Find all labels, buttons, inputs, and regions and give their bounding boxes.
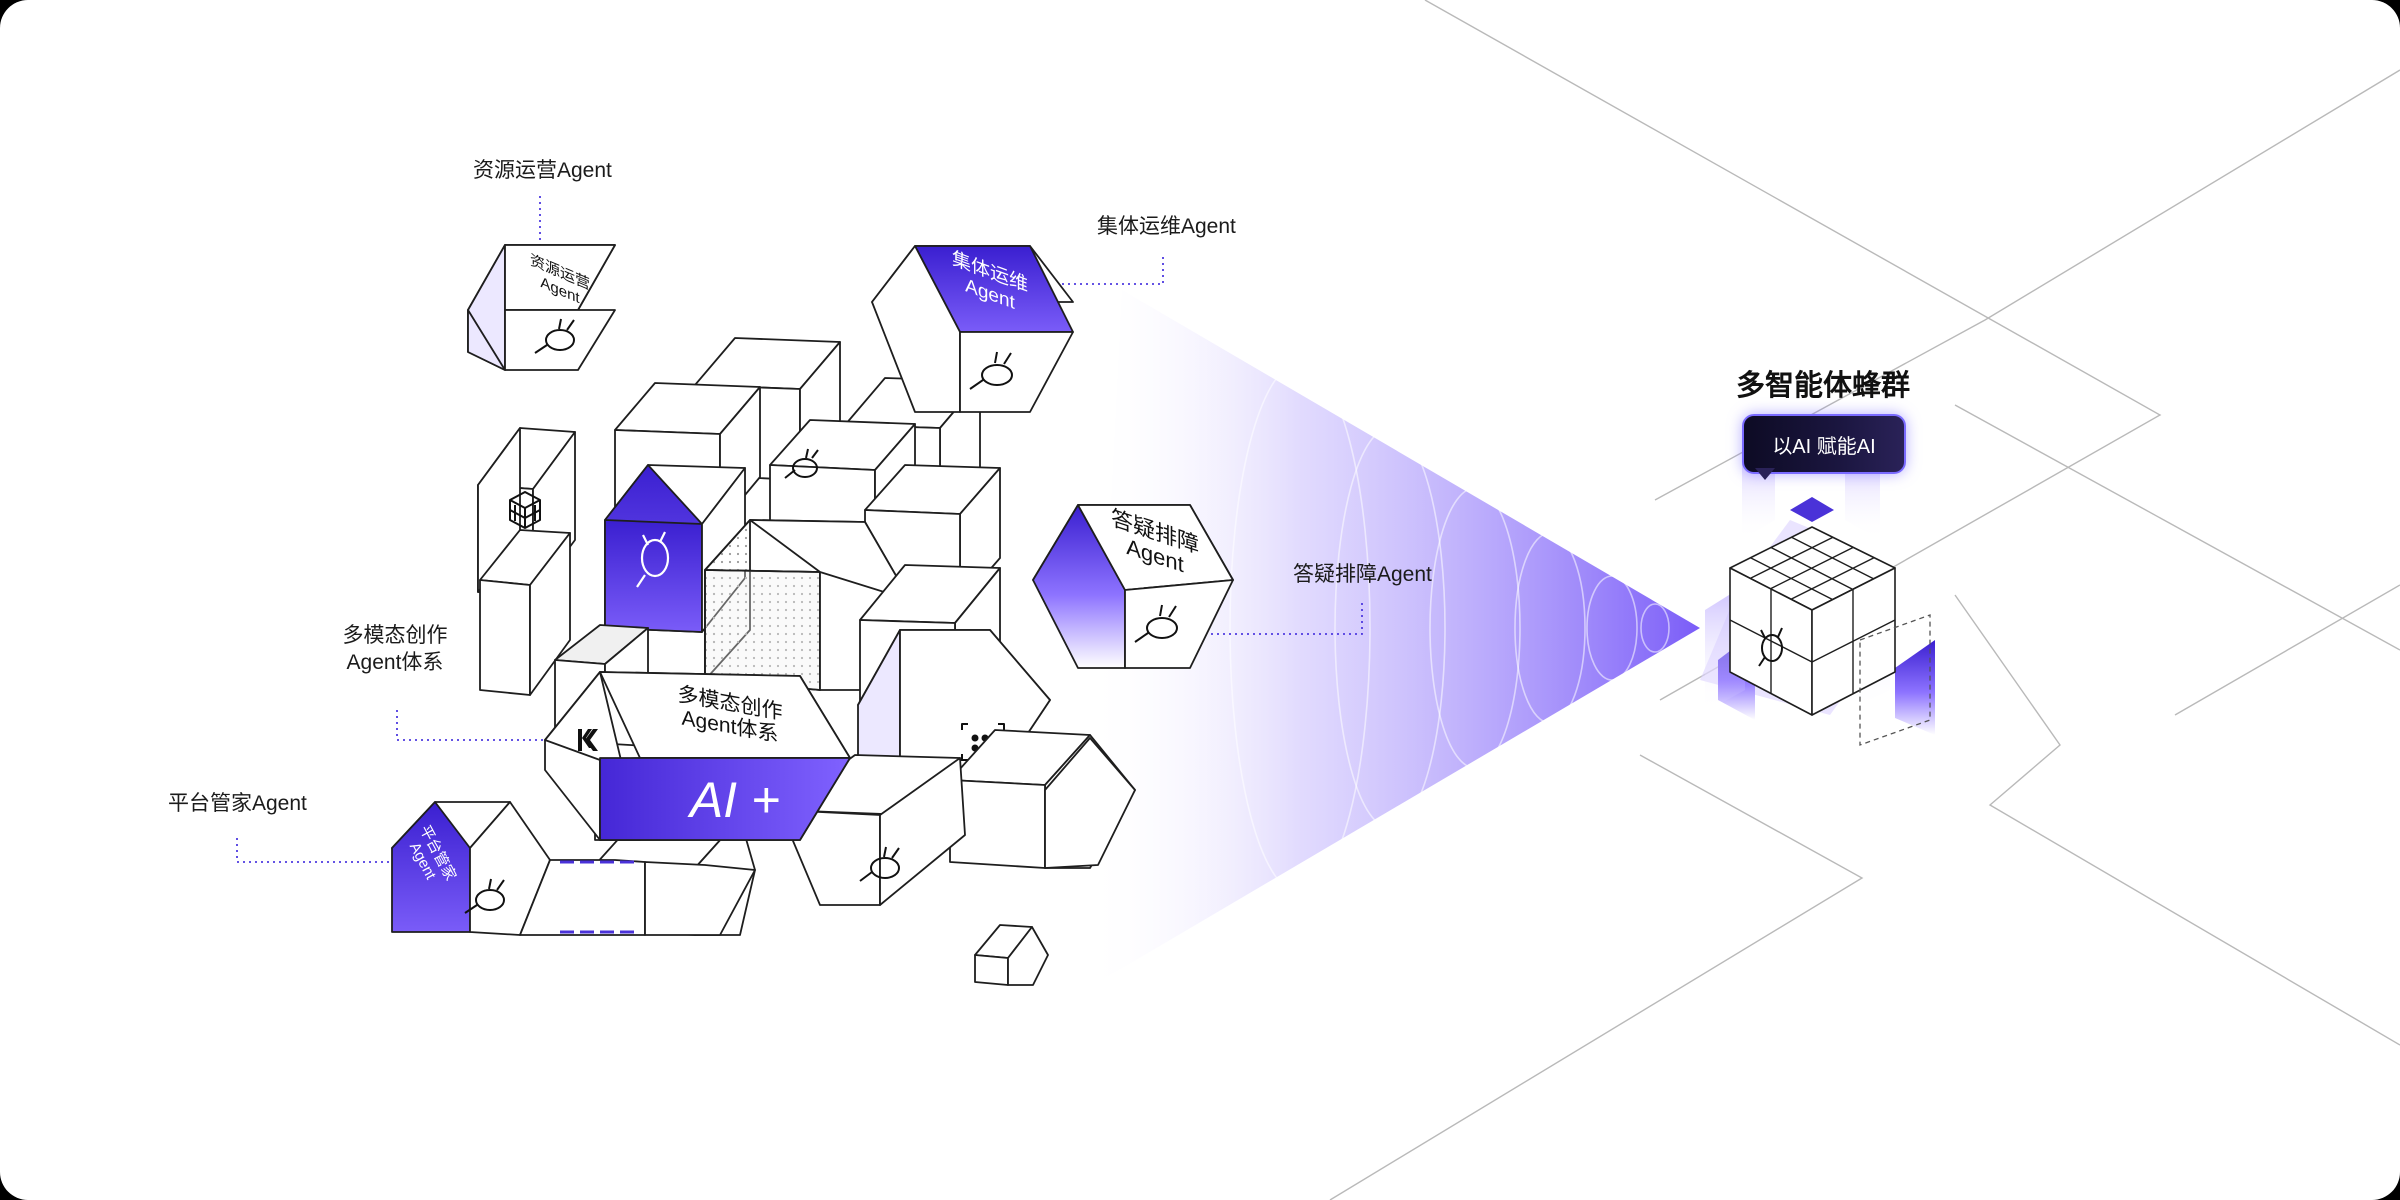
cube-violet-light xyxy=(857,629,1051,771)
bee-icon xyxy=(1134,604,1178,643)
agent-cube-cluster xyxy=(391,244,1234,986)
bee-icon xyxy=(784,448,819,479)
grid-cube-icon xyxy=(509,491,541,529)
dashed-accents xyxy=(560,860,640,934)
callout-line: 多模态创作 xyxy=(342,624,448,647)
speech-bubble-tail xyxy=(1755,468,1775,480)
callout-multimodal: 多模态创作 Agent体系 xyxy=(335,622,455,677)
callout-line: Agent体系 xyxy=(346,651,444,675)
bee-icon xyxy=(1758,627,1783,667)
cube-qa xyxy=(1032,504,1234,669)
swarm-title-text: 多智能体蜂群 xyxy=(1735,370,1911,402)
cube-multimodal xyxy=(544,671,851,841)
cube-right-3 xyxy=(1044,737,1136,869)
cube-platform-steward xyxy=(391,801,551,936)
brand-k-icon xyxy=(578,729,598,751)
bee-icon xyxy=(464,878,505,914)
swarm-speech-bubble: 以AI 赋能AI xyxy=(1742,414,1906,474)
bee-icon xyxy=(636,531,670,588)
cube-dotted xyxy=(704,519,911,691)
cube-collective-ops xyxy=(871,245,1074,413)
bee-icon xyxy=(969,351,1013,390)
cube-left-lower xyxy=(479,529,571,696)
leader-lines xyxy=(236,196,1363,863)
bee-icon xyxy=(859,846,900,882)
bee-icon xyxy=(534,318,575,354)
callout-qa: 答疑排障Agent xyxy=(1293,563,1432,586)
cube-bottom-small xyxy=(974,924,1049,986)
cube-bottom-left-2 xyxy=(519,859,756,936)
cube-violet-bee xyxy=(604,464,746,633)
callout-resource-ops: 资源运营Agent xyxy=(473,159,612,182)
swarm-cube xyxy=(1700,440,1935,746)
callout-collective-ops: 集体运维Agent xyxy=(1097,215,1236,238)
cube-resource-ops xyxy=(467,244,616,371)
light-beam xyxy=(1085,290,1700,990)
callout-platform-steward: 平台管家Agent xyxy=(168,792,307,815)
ai-plus-label: AI + xyxy=(689,772,781,828)
